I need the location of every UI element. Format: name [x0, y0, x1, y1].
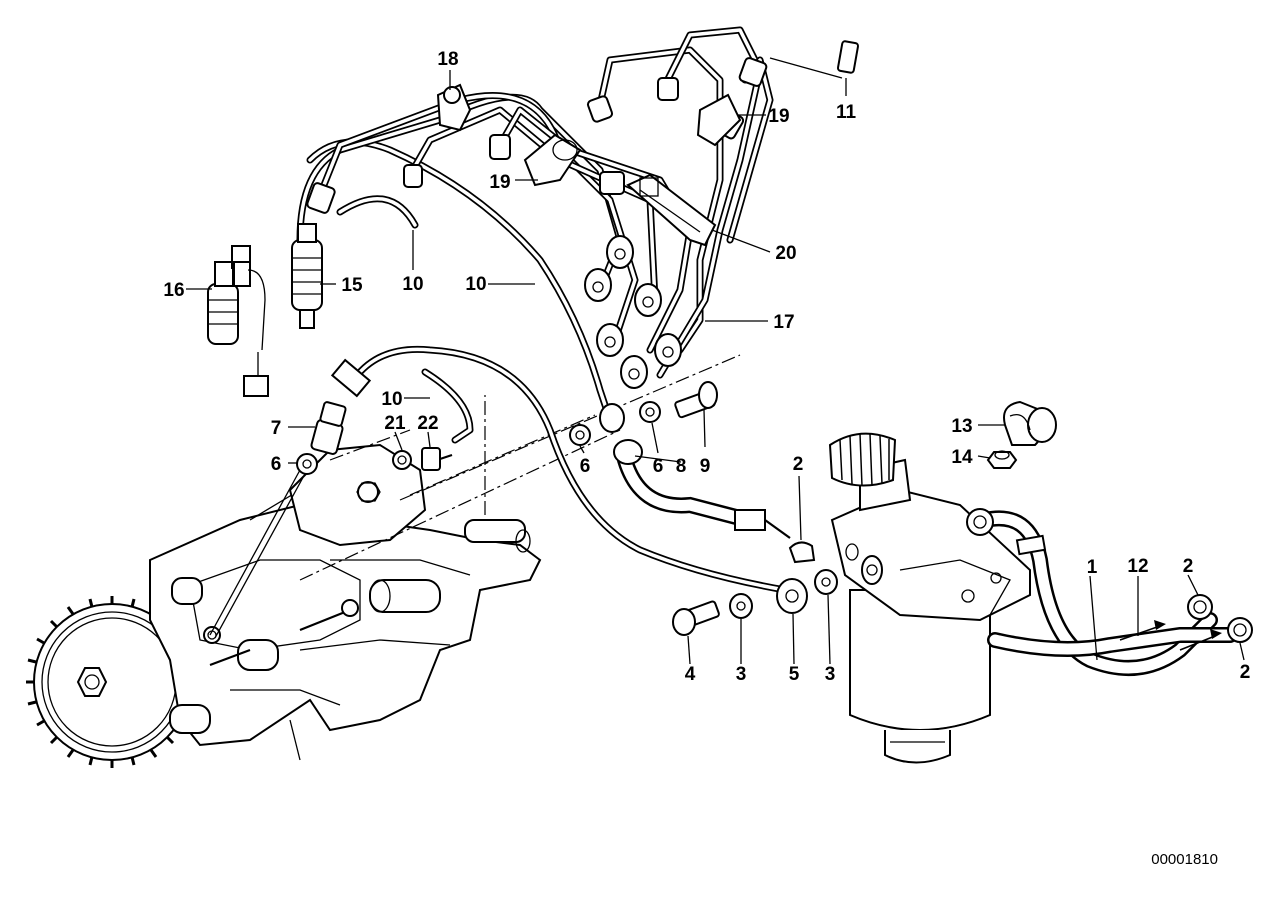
- callout-11: 11: [836, 102, 857, 123]
- injection-pump-drawing: [26, 443, 542, 768]
- callout-14: 14: [951, 447, 973, 468]
- callout-13: 13: [951, 416, 972, 437]
- leader-lines: [186, 57, 1245, 665]
- fuel-filter-drawing: [828, 432, 1031, 764]
- callout-22: 22: [417, 413, 438, 434]
- callout-2: 2: [793, 454, 804, 475]
- injection-pipes-drawing: [296, 26, 774, 389]
- callout-6: 6: [653, 456, 664, 477]
- callout-19: 19: [768, 106, 789, 127]
- callout-3: 3: [736, 664, 747, 685]
- small-parts-drawing: [296, 40, 1057, 636]
- callout-2: 2: [1183, 556, 1194, 577]
- callout-20: 20: [775, 243, 796, 264]
- callout-1: 1: [1087, 557, 1098, 578]
- assembly-guide-lines: [299, 354, 741, 581]
- callout-10: 10: [465, 274, 486, 295]
- callout-18: 18: [437, 49, 458, 70]
- injector-16-drawing: [207, 245, 269, 397]
- fuel-hoses-drawing: [788, 508, 1253, 676]
- callout-2: 2: [1240, 662, 1251, 683]
- injector-15-drawing: [291, 223, 323, 329]
- callout-17: 17: [773, 312, 794, 333]
- callout-6: 6: [271, 454, 282, 475]
- callout-5: 5: [789, 664, 800, 685]
- diagram-reference-number: 00001810: [1151, 851, 1218, 868]
- callout-7: 7: [271, 418, 282, 439]
- callout-3: 3: [825, 664, 836, 685]
- callout-21: 21: [384, 413, 406, 434]
- callout-labels: 1 2 2 2 3 3 4 5 6 6 6 7 8 9 10 10 10 11 …: [163, 49, 1250, 685]
- callout-9: 9: [700, 456, 711, 477]
- callout-10: 10: [381, 389, 402, 410]
- callout-8: 8: [676, 456, 687, 477]
- callout-10: 10: [402, 274, 423, 295]
- callout-15: 15: [341, 275, 363, 296]
- callout-12: 12: [1127, 556, 1148, 577]
- callout-6: 6: [580, 456, 591, 477]
- callout-19: 19: [489, 172, 510, 193]
- callout-16: 16: [163, 280, 184, 301]
- callout-4: 4: [685, 664, 696, 685]
